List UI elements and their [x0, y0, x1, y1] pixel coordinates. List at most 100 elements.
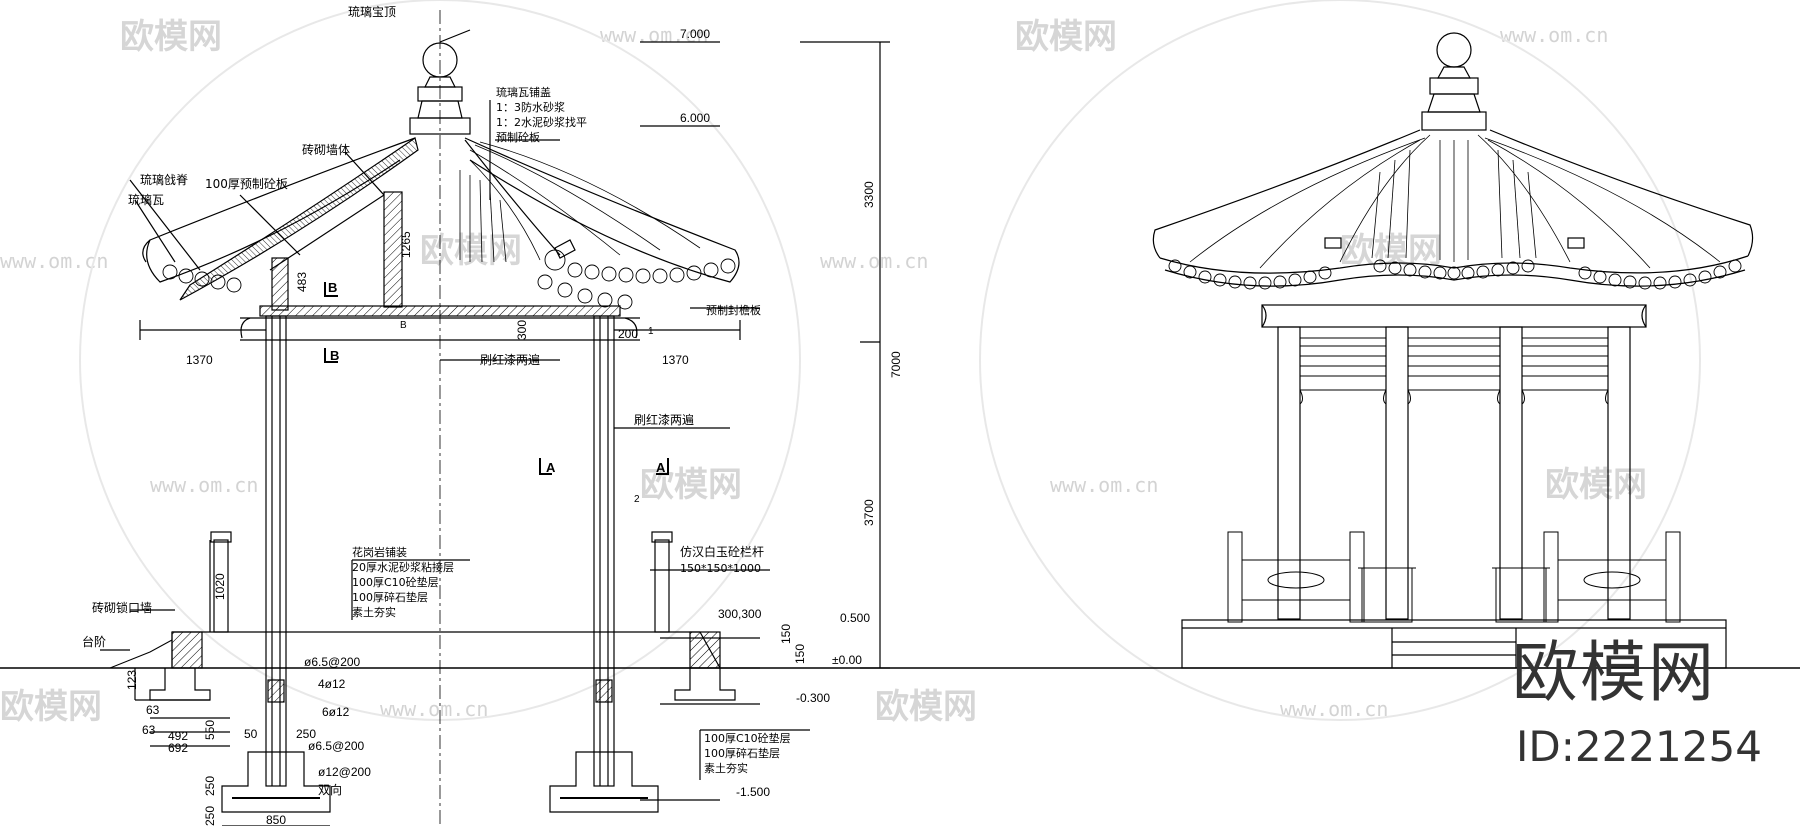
beam	[259, 305, 621, 317]
label-foundation-1: 100厚C10砼垫层	[704, 731, 791, 745]
label-brick-curb: 砖砌锁口墙	[92, 600, 152, 615]
elev-column	[1277, 326, 1301, 620]
eave-tiles	[162, 249, 736, 310]
rebar-2: 4ø12	[318, 677, 346, 691]
label-paint-column: 刷红漆两遍	[634, 412, 694, 427]
column-right	[593, 315, 615, 787]
rebar-notes: ø6.5@200 4ø12 6ø12 ø6.5@200 ø12@200 双向	[304, 655, 371, 797]
rebar-5: ø12@200	[318, 765, 371, 779]
column-left	[265, 315, 287, 787]
brick-curb-left	[171, 631, 203, 669]
footing-left	[221, 751, 331, 813]
watermark-brand: 欧模网	[1015, 17, 1117, 57]
label-roof-layer-2: 1：3防水砂浆	[496, 100, 565, 114]
label-railing-size: 150*150*1000	[680, 562, 761, 575]
mark-1: 1	[648, 326, 654, 337]
lattice-panels	[1299, 337, 1609, 405]
label-eave-board: 预制封檐板	[706, 303, 761, 317]
mark-a: A	[546, 460, 556, 475]
railing-post-right	[654, 539, 670, 633]
elevation-marks: 7.000 6.000 0.500 ±0.00 -0.300 -1.500	[680, 27, 870, 799]
label-floor-5: 素土夯实	[352, 605, 396, 619]
label-finial: 琉璃宝顶	[348, 5, 396, 19]
section-view	[100, 10, 890, 826]
section-marks: B B B A A 1 2	[328, 280, 666, 505]
mark-b: B	[330, 348, 339, 363]
label-brick-wall: 砖砌墙体	[302, 142, 350, 157]
roof-ribs	[1189, 134, 1721, 269]
dimension-texts: 1370 1370 3300 7000 3700 1265 483 300 20…	[125, 181, 903, 826]
dim-50: 50	[244, 727, 258, 741]
elev-column	[1499, 326, 1523, 620]
rafter-lines	[459, 141, 701, 263]
label-roof-layer-3: 1：2水泥砂浆找平	[496, 115, 587, 129]
watermark-brand: 欧模网	[1340, 231, 1442, 271]
rebar-3: 6ø12	[322, 705, 350, 719]
dim-250c: 250	[296, 727, 316, 741]
dim-250b: 250	[203, 806, 217, 826]
label-railing: 仿汉白玉砼栏杆	[680, 544, 764, 559]
watermark-brand: 欧模网	[120, 17, 222, 57]
label-glazed-ridge: 琉璃戗脊	[140, 173, 188, 187]
watermark-brand: 欧模网	[0, 687, 102, 727]
railings	[1227, 531, 1681, 623]
label-glazed-tile: 琉璃瓦	[128, 193, 164, 207]
label-roof-layer-4: 预制砼板	[496, 130, 540, 144]
dim-63b: 63	[142, 723, 156, 737]
elev-footing: -1.500	[736, 785, 770, 799]
watermark-brand: 欧模网	[420, 231, 522, 271]
dim-roof-height: 3300	[862, 181, 876, 208]
elev-platform	[1181, 619, 1727, 669]
dim-overhang-right: 1370	[662, 353, 689, 367]
label-floor-3: 100厚C10砼垫层	[352, 575, 439, 589]
eave-line	[1159, 255, 1749, 274]
label-floor-2: 20厚水泥砂浆粘接层	[352, 560, 454, 574]
dim-curb-h: 123	[125, 670, 139, 690]
dim-kingpost: 1265	[399, 231, 413, 258]
dim-692: 692	[168, 741, 188, 755]
watermark-url: www.om.cn	[1500, 23, 1608, 47]
dim-550: 550	[203, 720, 217, 740]
label-paint-beam: 刷红漆两遍	[480, 352, 540, 367]
label-foundation-3: 素土夯实	[704, 761, 748, 775]
watermark-url: www.om.cn	[0, 249, 108, 273]
roof-left-edge	[1152, 129, 1421, 259]
dim-total-height: 7000	[889, 351, 903, 378]
finial-ball-elev	[1436, 32, 1472, 68]
rebar-4: ø6.5@200	[308, 739, 365, 753]
curb-footing-right	[674, 668, 736, 701]
label-floor-1: 花岗岩铺装	[352, 545, 407, 559]
watermark-url: www.om.cn	[820, 249, 928, 273]
section-labels: 琉璃宝顶 琉璃瓦铺盖 1：3防水砂浆 1：2水泥砂浆找平 预制砼板 砖砌墙体 琉…	[82, 5, 791, 775]
watermark-brand: 欧模网	[1545, 465, 1647, 505]
dim-footing-width: 850	[266, 813, 286, 826]
elev-grade: -0.300	[796, 691, 830, 705]
footing-right	[549, 751, 659, 813]
watermark-url: www.om.cn	[150, 473, 258, 497]
watermark-url: www.om.cn	[600, 23, 708, 47]
elev-ground: ±0.00	[832, 653, 862, 667]
rebar-6: 双向	[318, 782, 342, 797]
brand-title: 欧模网	[1512, 634, 1716, 711]
roof-slab-section	[179, 137, 419, 301]
mark-a: A	[656, 460, 666, 475]
dim-beam: 300	[515, 320, 529, 340]
rebar-1: ø6.5@200	[304, 655, 361, 669]
elev-platform: 0.500	[840, 611, 870, 625]
elev-top: 7.000	[680, 27, 710, 41]
label-precast-slab: 100厚预制砼板	[205, 177, 288, 191]
roof-right-edge	[1489, 129, 1754, 257]
dim-column-height: 3700	[862, 499, 876, 526]
dim-platform-h: 150	[779, 624, 793, 644]
brand-id: ID:2221254	[1516, 722, 1762, 771]
dim-250a: 250	[203, 776, 217, 796]
mark-2: 2	[634, 494, 640, 505]
label-foundation-2: 100厚碎石垫层	[704, 746, 780, 760]
dim-platform-h2: 150	[793, 644, 807, 664]
dim-overhang-left: 1370	[186, 353, 213, 367]
watermark-brand: 欧模网	[875, 687, 977, 727]
dim-eave-block: 483	[295, 272, 309, 292]
dim-rail-height: 1020	[213, 573, 227, 600]
